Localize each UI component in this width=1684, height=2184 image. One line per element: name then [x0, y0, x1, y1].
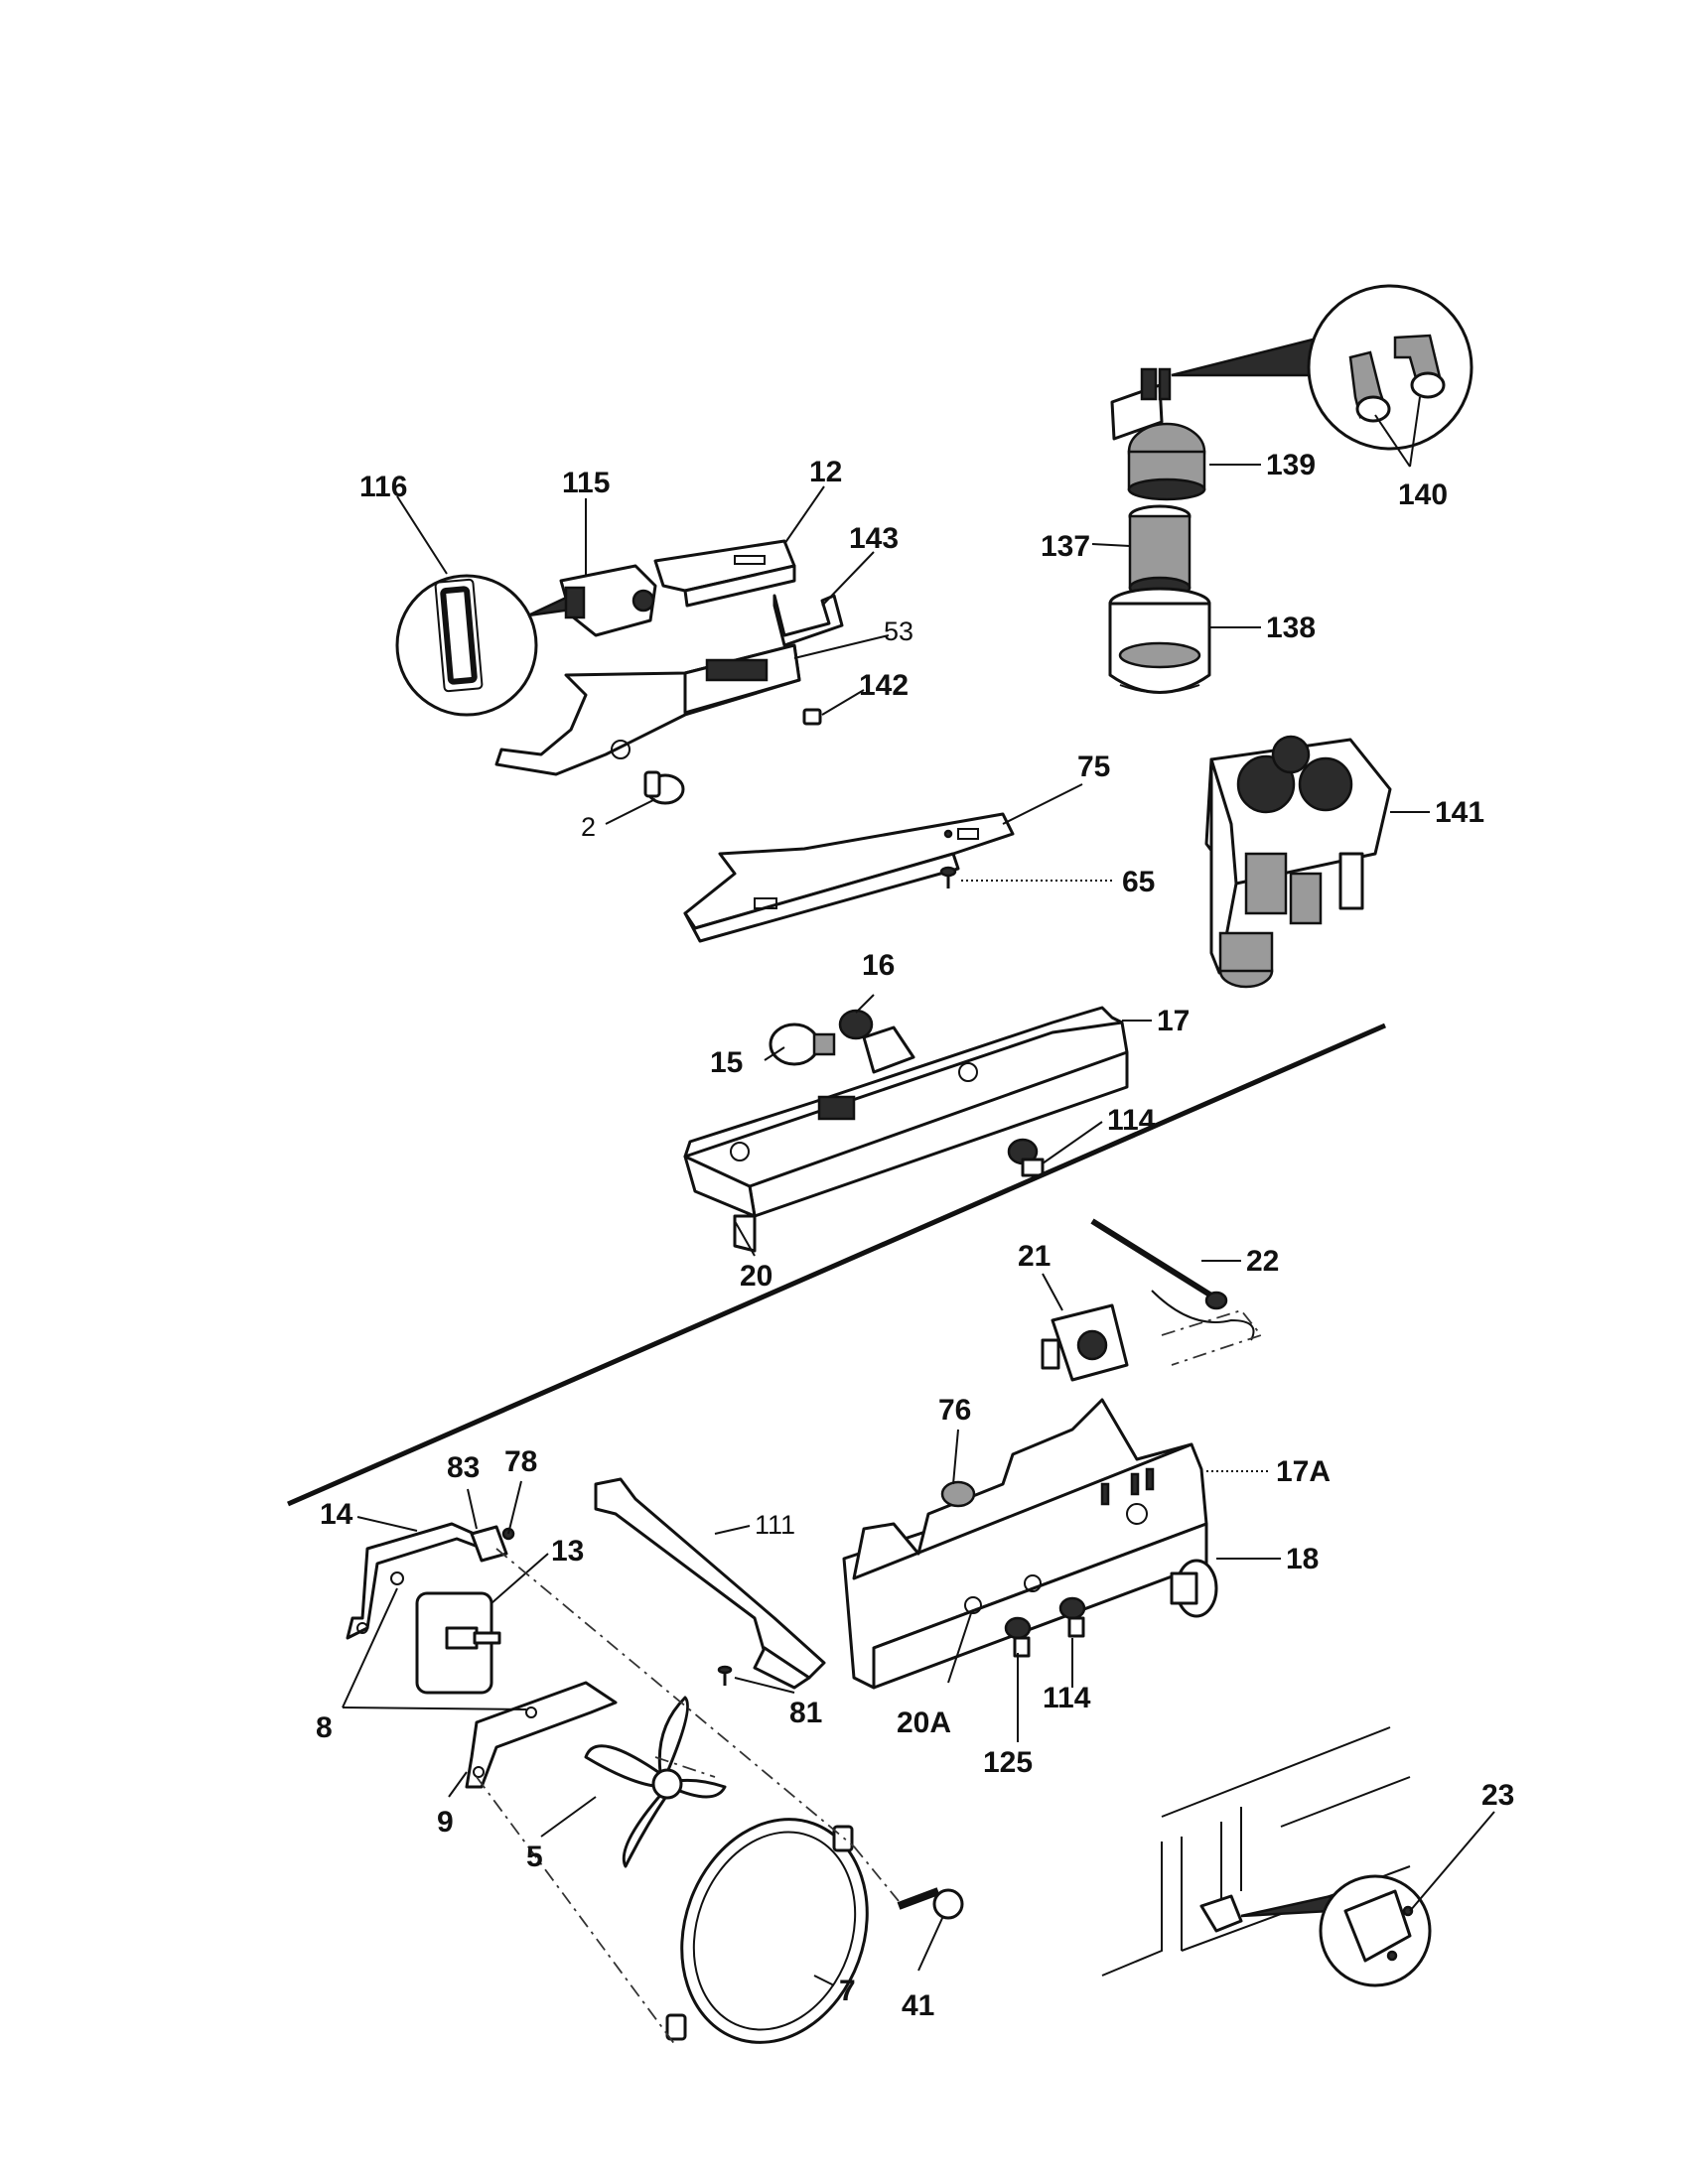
callout-141: 141 [1435, 796, 1484, 829]
callout-labels: 116 115 12 143 53 142 2 75 65 139 140 13… [316, 449, 1514, 2022]
screw-65 [939, 866, 957, 888]
callout-83: 83 [447, 1451, 480, 1484]
housing-115 [559, 564, 657, 637]
connector-142 [802, 708, 822, 726]
callout-41: 41 [902, 1989, 934, 2022]
callout-20: 20 [740, 1260, 772, 1293]
callout-116: 116 [359, 471, 407, 503]
screw-81 [717, 1665, 733, 1686]
section-divider [287, 1023, 1386, 1507]
switch-125 [1004, 1616, 1032, 1658]
callout-21: 21 [1018, 1240, 1051, 1273]
callout-75: 75 [1077, 751, 1110, 783]
callout-137: 137 [1041, 530, 1090, 563]
callout-7: 7 [839, 1975, 856, 2007]
clip-83 [470, 1525, 508, 1563]
callout-5: 5 [526, 1841, 543, 1873]
callout-114-upper: 114 [1107, 1104, 1156, 1137]
callout-16: 16 [862, 949, 895, 982]
callout-20A: 20A [897, 1706, 951, 1739]
callout-65: 65 [1122, 866, 1155, 898]
callout-12: 12 [809, 456, 842, 488]
callout-8: 8 [316, 1711, 333, 1744]
clip-143 [772, 594, 844, 647]
callout-18: 18 [1286, 1543, 1319, 1575]
callout-81: 81 [789, 1697, 822, 1729]
screw-2 [643, 770, 685, 805]
filter-bowl-138 [1108, 587, 1211, 694]
motor-13 [415, 1591, 501, 1695]
callout-143: 143 [849, 522, 899, 555]
cabinet-corner-23 [1101, 1726, 1432, 1987]
sensor-tube-22 [1090, 1218, 1263, 1366]
callout-138: 138 [1266, 612, 1316, 644]
light-housing-17 [683, 1006, 1129, 1253]
callout-22: 22 [1246, 1245, 1279, 1278]
callout-9: 9 [437, 1806, 454, 1839]
callout-53: 53 [884, 616, 913, 646]
gasket-116-detail [395, 574, 588, 717]
bulb-15 [769, 1023, 836, 1066]
plate-75 [683, 812, 1015, 943]
knob-18 [1170, 1559, 1218, 1618]
water-valve-141 [1204, 735, 1392, 989]
switch-114-upper [1007, 1138, 1045, 1177]
callout-111: 111 [755, 1510, 795, 1540]
leader-lines [342, 396, 1495, 1986]
filter-head-139 [1110, 367, 1206, 501]
callout-140: 140 [1398, 478, 1448, 511]
callout-139: 139 [1266, 449, 1316, 481]
bracket-53 [494, 643, 801, 776]
callout-2: 2 [581, 812, 596, 842]
filter-cartridge-137 [1128, 504, 1192, 600]
fan-blade-5 [584, 1696, 727, 1868]
switch-114-lower [1058, 1596, 1086, 1638]
socket-16 [838, 1009, 874, 1040]
callout-78: 78 [504, 1445, 537, 1478]
assembly-guides [476, 1548, 900, 2046]
fan-shroud-7 [665, 1818, 869, 2044]
callout-115: 115 [562, 467, 610, 499]
callout-14: 14 [320, 1498, 353, 1531]
callout-76: 76 [938, 1394, 971, 1427]
callout-114-lower: 114 [1043, 1682, 1091, 1714]
callout-142: 142 [859, 669, 909, 702]
fittings-140-detail [1171, 284, 1474, 451]
cover-12 [653, 539, 796, 608]
callout-17: 17 [1157, 1005, 1190, 1037]
callout-17A: 17A [1276, 1455, 1331, 1488]
bracket-9 [465, 1681, 618, 1789]
thermostat-21 [1041, 1303, 1129, 1382]
callout-23: 23 [1481, 1779, 1514, 1812]
callout-15: 15 [710, 1046, 743, 1079]
callout-125: 125 [983, 1746, 1033, 1779]
screw-41 [897, 1887, 964, 1920]
callout-13: 13 [551, 1535, 584, 1568]
duct-111 [594, 1477, 826, 1690]
control-housing-17A [842, 1398, 1208, 1690]
